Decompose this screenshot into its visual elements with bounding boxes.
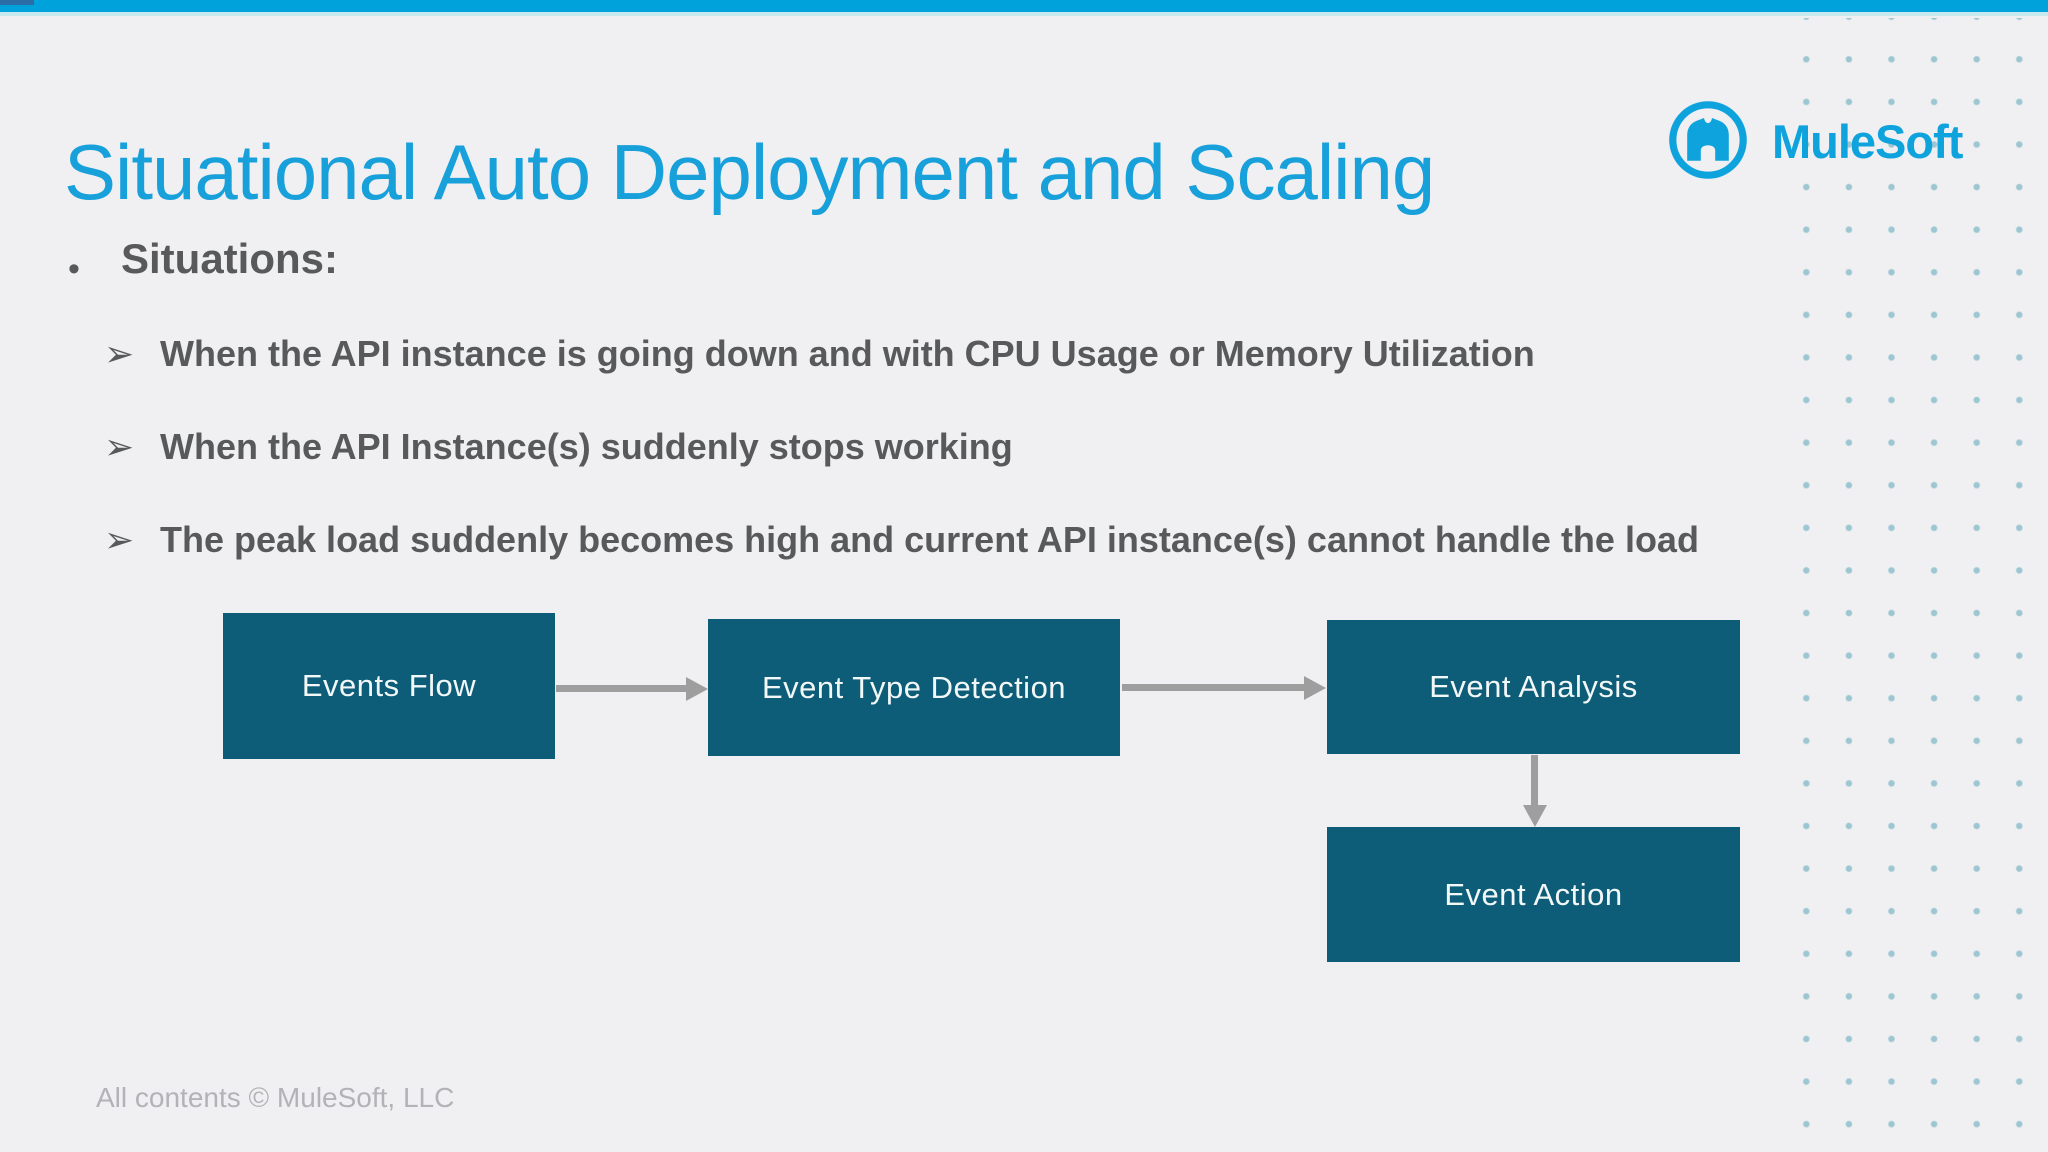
brand-wordmark: MuleSoft bbox=[1772, 115, 1963, 168]
bullet-dot-icon: • bbox=[68, 250, 80, 288]
lead-bullet-text: Situations: bbox=[121, 235, 338, 282]
diagram-node-event-action: Event Action bbox=[1327, 827, 1740, 962]
top-accent-bar bbox=[0, 0, 2048, 12]
arrow-down-icon bbox=[1522, 755, 1547, 827]
diagram-node-events-flow: Events Flow bbox=[223, 613, 555, 759]
sub-bullet-text: The peak load suddenly becomes high and … bbox=[160, 519, 1699, 560]
mulesoft-logo: MuleSoft bbox=[1668, 100, 1978, 182]
top-accent-underline bbox=[0, 12, 2048, 16]
mule-monogram-icon bbox=[1669, 101, 1747, 179]
sub-bullet-text: When the API Instance(s) suddenly stops … bbox=[160, 426, 1013, 467]
diagram-node-event-type-detection: Event Type Detection bbox=[708, 619, 1120, 756]
arrowhead-bullet-icon: ➢ bbox=[104, 520, 135, 561]
top-bar-left-segment bbox=[0, 0, 34, 5]
page-title: Situational Auto Deployment and Scaling bbox=[64, 128, 1435, 216]
node-label: Event Action bbox=[1444, 876, 1623, 912]
node-label: Event Type Detection bbox=[761, 669, 1067, 705]
node-label: Events Flow bbox=[301, 668, 477, 703]
footer-copyright: All contents © MuleSoft, LLC bbox=[96, 1082, 455, 1113]
arrow-right-icon bbox=[556, 676, 708, 701]
arrow-right-icon bbox=[1122, 675, 1326, 700]
dot-grid-pattern bbox=[1768, 18, 2048, 1140]
sub-bullet-text: When the API instance is going down and … bbox=[160, 333, 1535, 374]
arrowhead-bullet-icon: ➢ bbox=[104, 427, 135, 468]
node-label: Event Analysis bbox=[1429, 669, 1638, 704]
arrowhead-bullet-icon: ➢ bbox=[104, 334, 135, 375]
diagram-node-event-analysis: Event Analysis bbox=[1327, 620, 1740, 754]
